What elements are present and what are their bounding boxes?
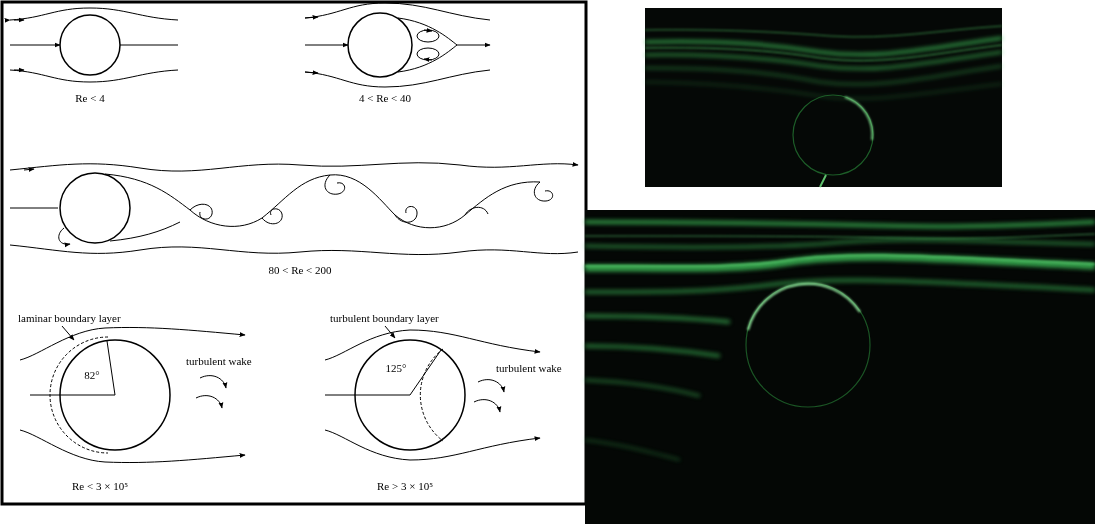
regime-label: turbulent wake — [496, 362, 562, 374]
photo-top — [645, 8, 1002, 187]
regime-label: turbulent boundary layer — [330, 312, 439, 324]
regime-label: turbulent wake — [186, 355, 252, 367]
streamlines — [10, 3, 578, 463]
regime-label: laminar boundary layer — [18, 312, 121, 324]
regime-label: 4 < Re < 40 — [359, 92, 411, 104]
panel-frame — [2, 2, 586, 504]
regime-label: Re < 3 × 10⁵ — [72, 480, 128, 492]
regime-label: Re > 3 × 10⁵ — [377, 480, 433, 492]
photo-bottom — [585, 210, 1095, 524]
regime-label: 82° — [84, 369, 99, 381]
regime-label: 80 < Re < 200 — [268, 264, 331, 276]
regime-label: 125° — [386, 362, 407, 374]
regime-label: Re < 4 — [75, 92, 104, 104]
